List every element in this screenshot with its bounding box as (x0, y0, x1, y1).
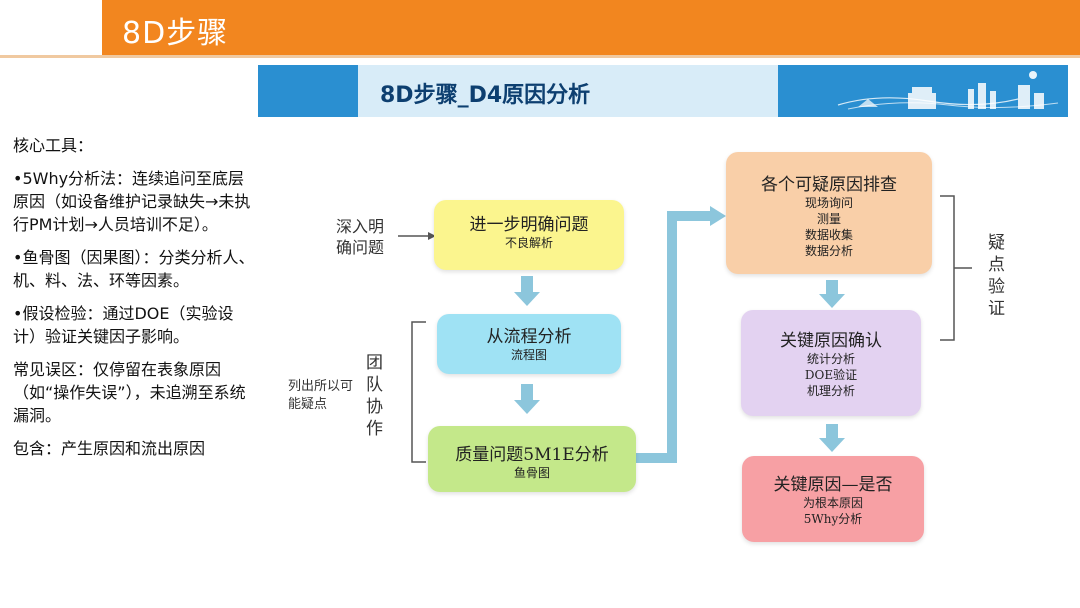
label-suspect-verification: 疑点验证 (988, 232, 1008, 320)
box-clarify-problem-title: 进一步明确问题 (434, 210, 624, 235)
box-root-cause-check-sub-2: 5Why分析 (742, 511, 924, 527)
box-suspect-investigation-sub-1: 现场询问 (726, 195, 932, 211)
box-suspect-investigation-title: 各个可疑原因排查 (726, 170, 932, 195)
box-process-analysis-sub: 流程图 (437, 347, 621, 363)
box-suspect-investigation: 各个可疑原因排查 现场询问 测量 数据收集 数据分析 (726, 152, 932, 274)
down-arrow-2 (514, 384, 540, 414)
box-5m1e-analysis: 质量问题5M1E分析 鱼骨图 (428, 426, 636, 492)
left-bracket (412, 322, 426, 462)
right-bracket (940, 196, 954, 340)
down-arrow-3 (819, 280, 845, 308)
box-key-cause-confirm-title: 关键原因确认 (741, 326, 921, 351)
box-key-cause-confirm: 关键原因确认 统计分析 DOE验证 机理分析 (741, 310, 921, 416)
label-list-suspects: 列出所以可能疑点 (288, 378, 360, 414)
box-key-cause-confirm-sub-2: DOE验证 (741, 367, 921, 383)
box-suspect-investigation-sub-2: 测量 (726, 211, 932, 227)
label-teamwork: 团队协作 (366, 352, 384, 440)
down-arrow-4 (819, 424, 845, 452)
box3-to-box4-connector (636, 216, 712, 458)
box-process-analysis: 从流程分析 流程图 (437, 314, 621, 374)
box-5m1e-analysis-sub: 鱼骨图 (428, 465, 636, 481)
box-root-cause-check-sub-1: 为根本原因 (742, 495, 924, 511)
box-clarify-problem: 进一步明确问题 不良解析 (434, 200, 624, 270)
box-key-cause-confirm-sub-1: 统计分析 (741, 351, 921, 367)
box-root-cause-check: 关键原因—是否 为根本原因 5Why分析 (742, 456, 924, 542)
box-5m1e-analysis-title: 质量问题5M1E分析 (428, 440, 636, 465)
label-clarify-problem: 深入明确问题 (336, 216, 398, 258)
box-process-analysis-title: 从流程分析 (437, 322, 621, 347)
down-arrow-1 (514, 276, 540, 306)
box-clarify-problem-sub: 不良解析 (434, 235, 624, 251)
connector-arrow-head (710, 206, 726, 226)
box-root-cause-check-title: 关键原因—是否 (742, 470, 924, 495)
box-key-cause-confirm-sub-3: 机理分析 (741, 383, 921, 399)
box-suspect-investigation-sub-4: 数据分析 (726, 243, 932, 259)
box-suspect-investigation-sub-3: 数据收集 (726, 227, 932, 243)
